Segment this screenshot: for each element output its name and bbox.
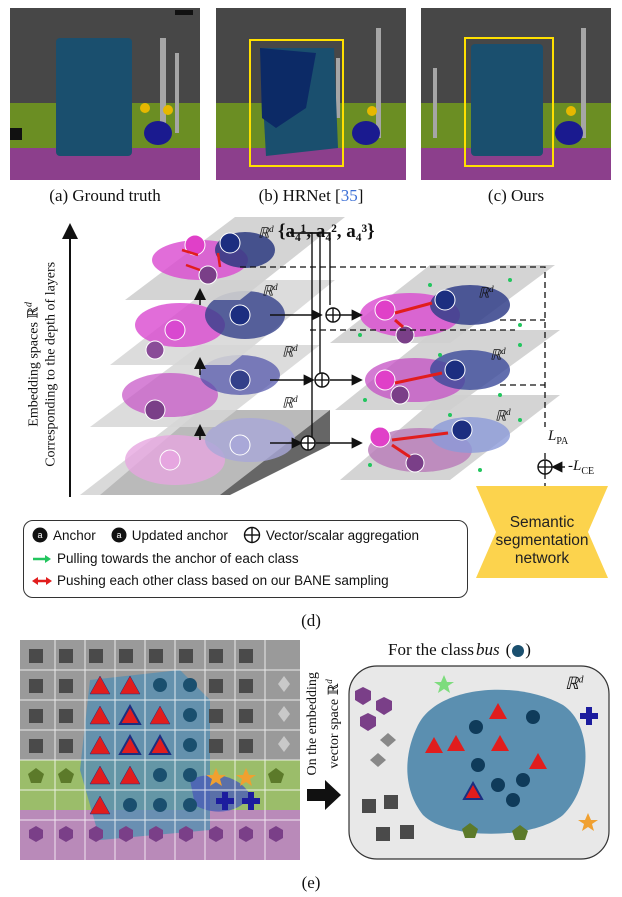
space-label-5-sup: d: [489, 284, 494, 294]
bus-title-prefix: For the class: [388, 640, 474, 659]
embedding-space-label-r: ℝ: [565, 674, 579, 693]
space-label-6-sup: d: [501, 346, 506, 356]
loss-ce-l: -L: [568, 458, 582, 474]
seg-line-3: network: [514, 550, 570, 567]
segmentation-network-shape: [476, 486, 608, 578]
caption-b-prefix: (b) HRNet [: [258, 186, 341, 205]
space-label-7-r: ℝ: [495, 409, 507, 425]
legend-aggregation: Vector/scalar aggregation: [265, 527, 419, 543]
bus-title: For the class bus (): [388, 640, 531, 660]
space-label-5-r: ℝ: [478, 286, 490, 302]
space-label-7-sup: d: [506, 407, 511, 417]
legend-box: a Anchor a Updated anchor Vector/scalar …: [23, 520, 468, 598]
space-label-2-r: ℝ: [262, 284, 274, 300]
loss-pa-sub: PA: [556, 436, 569, 447]
anchor-icon: a: [32, 527, 48, 543]
space-label-6-r: ℝ: [490, 348, 502, 364]
embedding-space: [348, 665, 610, 860]
projection-label-sup: d: [324, 679, 335, 684]
svg-text:a: a: [116, 530, 121, 540]
anchor-set-label: {a₄¹, a₄², a₄³}: [278, 221, 375, 242]
loss-ce: -LCE: [568, 458, 594, 477]
embedding-space-label: ℝd: [565, 674, 583, 694]
projection-arrow: [307, 780, 341, 810]
caption-c: (c) Ours: [487, 186, 545, 205]
caption-b: (b) HRNet [35]: [216, 186, 406, 206]
legend-row-3: Pushing each other class based on our BA…: [32, 573, 389, 588]
green-arrow-icon: [33, 554, 51, 563]
projection-label-line2: vector space ℝ: [326, 683, 342, 769]
legend-updated-anchor: Updated anchor: [131, 527, 228, 543]
hrnet-panel: [216, 8, 406, 180]
seg-line-1: Semantic: [509, 514, 575, 531]
caption-e: (e): [301, 873, 321, 892]
space-label-6: ℝd: [490, 346, 506, 365]
ground-truth-panel: [10, 8, 200, 180]
loss-ce-sub: CE: [581, 466, 595, 477]
space-label-4: ℝd: [282, 394, 298, 413]
bus-class-icon: (): [505, 640, 531, 659]
caption-b-ref: 35: [340, 186, 358, 205]
space-label-4-sup: d: [293, 394, 298, 404]
updated-anchor-icon: a: [111, 527, 127, 543]
legend-pushing: Pushing each other class based on our BA…: [57, 573, 389, 588]
space-label-2-sup: d: [273, 282, 278, 292]
axis-label-line1: Embedding spaces ℝ: [26, 306, 42, 427]
space-label-3: ℝd: [282, 343, 298, 362]
loss-pa-l: L: [548, 428, 557, 444]
space-label-2: ℝd: [262, 282, 278, 301]
legend-anchor: Anchor: [53, 527, 96, 543]
space-label-4-r: ℝ: [282, 396, 294, 412]
figure-d-diagram: [62, 217, 565, 498]
caption-d: (d): [301, 611, 321, 630]
space-label-1-r: ℝ: [258, 226, 270, 242]
figure-e-grid: [20, 640, 300, 860]
seg-line-2: segmentation: [495, 532, 589, 549]
axis-label-line2: Corresponding to the depth of layers: [43, 261, 59, 467]
ours-panel: [421, 8, 611, 180]
legend-pulling: Pulling towards the anchor of each class: [57, 551, 299, 566]
loss-pa: LPA: [548, 428, 568, 447]
caption-a: (a) Ground truth: [49, 186, 161, 205]
axis-label-sup: d: [23, 301, 35, 307]
space-label-5: ℝd: [478, 284, 494, 303]
segmentation-network-label: Semantic segmentation network: [476, 514, 608, 568]
caption-b-suffix: ]: [357, 186, 364, 205]
left-plane-stack: [80, 217, 345, 495]
projection-label-line1: On the embedding: [305, 672, 321, 776]
bus-title-class: bus: [475, 640, 500, 659]
space-label-7: ℝd: [495, 407, 511, 426]
aggregation-icon: [243, 526, 261, 544]
red-double-arrow-icon: [32, 576, 52, 585]
legend-row-1: a Anchor a Updated anchor Vector/scalar …: [32, 526, 419, 544]
space-label-3-sup: d: [293, 343, 298, 353]
legend-row-2: Pulling towards the anchor of each class: [32, 551, 299, 566]
svg-text:a: a: [37, 530, 42, 540]
space-label-1-sup: d: [269, 224, 274, 234]
projection-label: On the embedding vector space ℝd: [305, 654, 343, 794]
space-label-3-r: ℝ: [282, 345, 294, 361]
embedding-space-label-sup: d: [578, 674, 584, 686]
space-label-1: ℝd: [258, 224, 274, 243]
axis-label: Embedding spaces ℝd Corresponding to the…: [21, 224, 60, 504]
